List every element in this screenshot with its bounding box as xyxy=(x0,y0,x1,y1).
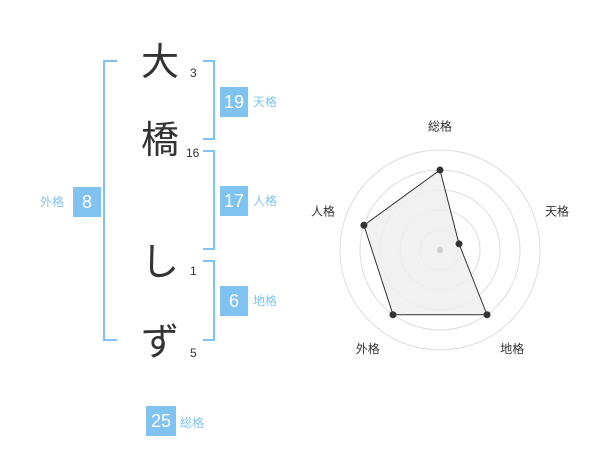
radar-axis-label-5: 人格 xyxy=(311,203,335,218)
chikaku-value: 6 xyxy=(220,286,248,316)
radar-area xyxy=(363,169,488,316)
tenkaku-value: 19 xyxy=(220,87,248,117)
radar-center-dot xyxy=(437,247,443,253)
radar-points xyxy=(360,166,491,319)
stroke-count-2: 16 xyxy=(186,146,200,160)
radar-ring-5 xyxy=(339,149,541,351)
soukaku-label: 総格 xyxy=(180,416,205,430)
radar-point-3 xyxy=(483,311,491,319)
radar-point-2 xyxy=(455,240,463,248)
chikaku-bracket xyxy=(203,260,215,341)
gaikaku-value: 8 xyxy=(73,187,101,217)
radar-axis-label-4: 外格 xyxy=(356,341,380,356)
jinkaku-value: 17 xyxy=(220,186,248,216)
chikaku-label: 地格 xyxy=(253,294,278,308)
jinkaku-bracket xyxy=(203,150,215,250)
name-char-1: 大 xyxy=(140,40,179,84)
stroke-count-3: 1 xyxy=(190,264,197,278)
stroke-count-1: 3 xyxy=(190,66,197,80)
name-char-2: 橋 xyxy=(140,118,179,162)
jinkaku-label: 人格 xyxy=(253,194,278,208)
radar-point-4 xyxy=(389,311,397,319)
gaikaku-label: 外格 xyxy=(40,195,65,209)
tenkaku-label: 天格 xyxy=(253,95,278,109)
soukaku-value: 25 xyxy=(146,406,176,436)
radar-axis-label-3: 地格 xyxy=(500,341,524,356)
name-char-4: ず xyxy=(140,320,179,364)
gaikaku-bracket xyxy=(103,60,117,341)
tenkaku-bracket xyxy=(203,60,215,140)
radar-axis-label-1: 総格 xyxy=(428,119,452,134)
radar-point-5 xyxy=(360,221,368,229)
radar-point-1 xyxy=(436,166,444,174)
name-char-3: し xyxy=(140,240,179,284)
radar-axis-label-2: 天格 xyxy=(545,203,569,218)
stroke-count-4: 5 xyxy=(190,346,197,360)
